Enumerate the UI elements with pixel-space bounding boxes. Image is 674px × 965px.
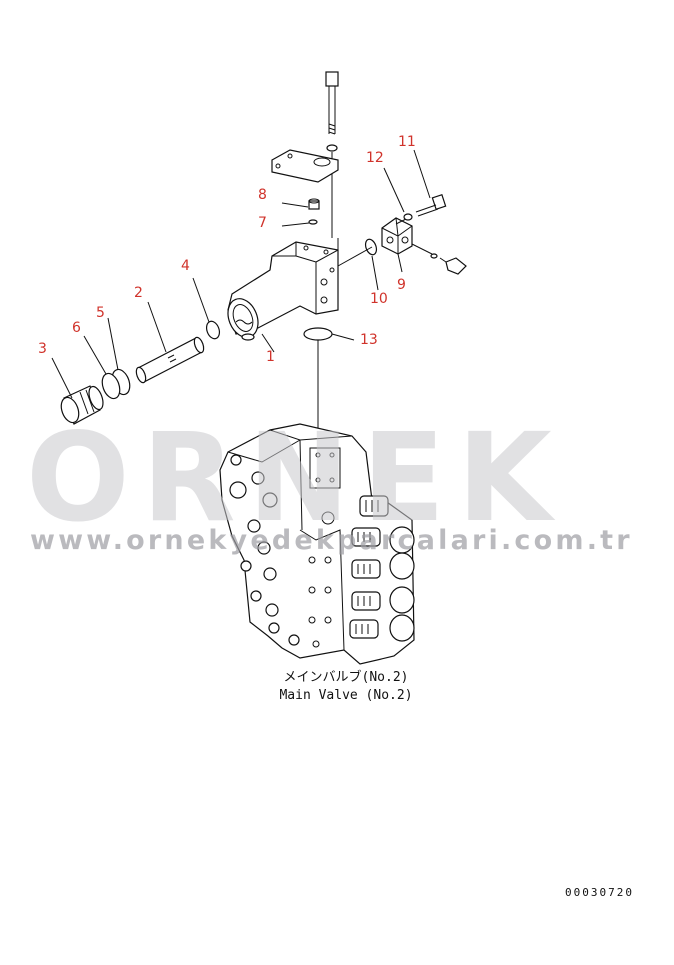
- part-13-oring: [303, 238, 355, 440]
- callout-11: 11: [398, 134, 416, 150]
- part-4-oring: [192, 277, 221, 340]
- callout-2: 2: [134, 285, 143, 301]
- part-1-housing: [227, 241, 339, 353]
- main-valve-body: [219, 423, 415, 665]
- sensor: [430, 253, 467, 275]
- part-8-plug: [281, 198, 320, 210]
- top-bolt: [325, 71, 339, 238]
- callout-4: 4: [181, 258, 190, 274]
- callout-12: 12: [366, 150, 384, 166]
- watermark-logo: ORNEK: [26, 407, 564, 549]
- part-9-block: [381, 217, 433, 273]
- callout-7: 7: [258, 215, 267, 231]
- drawing-code: 00030720: [565, 886, 634, 899]
- callout-3: 3: [38, 341, 47, 357]
- caption-english: Main Valve (No.2): [279, 688, 412, 703]
- part-7-oring: [281, 219, 318, 227]
- callout-9: 9: [397, 277, 406, 293]
- part-12-washer: [383, 167, 413, 221]
- part-2-spool: [135, 301, 205, 384]
- part-3-plug: [51, 357, 104, 425]
- watermark: ORNEK www.ornekyedekparcalari.com.tr: [26, 407, 633, 556]
- callout-10: 10: [370, 291, 388, 307]
- watermark-url: www.ornekyedekparcalari.com.tr: [30, 525, 633, 556]
- part-11-bolt: [395, 149, 447, 225]
- callout-5: 5: [96, 305, 105, 321]
- part-6-ring: [83, 335, 121, 400]
- callout-8: 8: [258, 187, 267, 203]
- caption-japanese: メインバルブ(No.2): [284, 669, 409, 685]
- top-plate: [271, 149, 339, 183]
- callout-13: 13: [360, 332, 378, 348]
- callout-1: 1: [266, 349, 275, 365]
- part-10-oring: [337, 238, 379, 291]
- callout-6: 6: [72, 320, 81, 336]
